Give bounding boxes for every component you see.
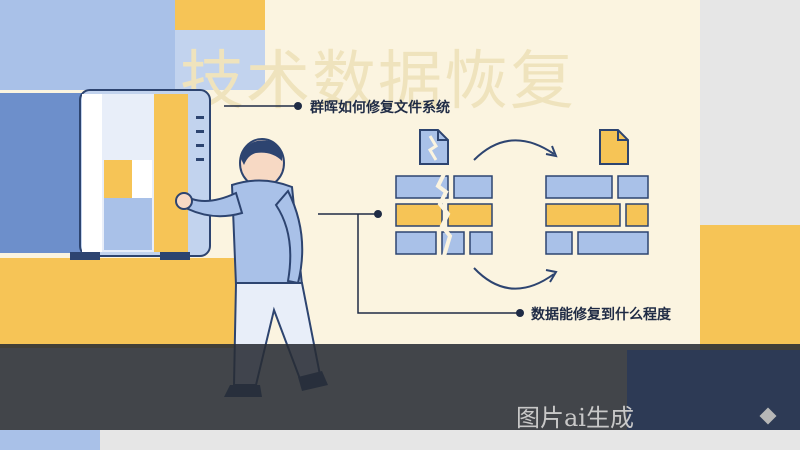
- bg-block-blue-top: [175, 30, 265, 90]
- callout-bottom: 数据能修复到什么程度: [531, 307, 671, 323]
- bg-block-blue-bottom: [0, 430, 100, 450]
- intact-file-icon: [599, 129, 629, 165]
- broken-file-icon: [419, 129, 449, 165]
- repaired-blocks: [545, 175, 649, 255]
- ai-generated-mark: 图片ai生成: [516, 404, 634, 432]
- bg-block-yellow-top: [175, 0, 265, 30]
- bg-block-gray-bottom: [100, 430, 800, 450]
- arrow-forward-icon: [473, 139, 558, 161]
- callout-top: 群晖如何修复文件系统: [310, 100, 450, 116]
- broken-blocks: [395, 174, 493, 256]
- nas-device-icon: [0, 89, 211, 260]
- bg-block-yellow-right: [700, 225, 800, 355]
- bg-block-gray-right: [700, 0, 800, 225]
- bg-block-yellow-left: [0, 258, 235, 348]
- bg-block-blue-left: [0, 0, 175, 90]
- arrow-back-icon: [473, 267, 558, 290]
